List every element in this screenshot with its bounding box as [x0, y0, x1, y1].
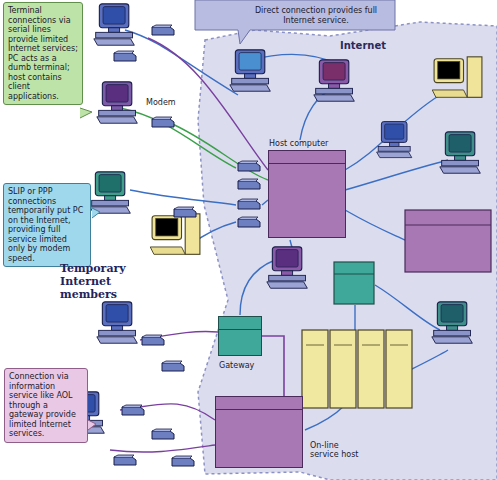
device-label: Modem — [146, 98, 186, 108]
gateway-box: Gateway — [218, 316, 262, 356]
callout-text: Terminal connections via serial lines pr… — [8, 6, 78, 101]
callout-box: Connection via information service like … — [4, 368, 88, 443]
online-service-host: On-line service host — [215, 396, 303, 468]
callout-text: Connection via information service like … — [9, 372, 83, 439]
callout-box: Terminal connections via serial lines pr… — [3, 2, 83, 105]
node-heading: On-line service host — [310, 441, 362, 459]
group-label: Temporary Internet members — [60, 262, 158, 301]
panel-stripe — [219, 329, 261, 330]
host-computer: Host computer — [268, 150, 346, 238]
region-label: Internet — [340, 40, 410, 52]
callout-box: Direct connection provides full Internet… — [238, 2, 394, 29]
callout-text: Direct connection provides full Internet… — [243, 6, 389, 25]
network-cable — [262, 336, 284, 396]
callout-text: SLIP or PPP connections temporarily put … — [8, 187, 86, 263]
panel-stripe — [216, 409, 302, 410]
node-heading: Host computer — [269, 139, 349, 148]
panel-stripe — [269, 163, 345, 164]
callout-box: SLIP or PPP connections temporarily put … — [3, 183, 91, 267]
node-heading: Gateway — [219, 361, 269, 370]
